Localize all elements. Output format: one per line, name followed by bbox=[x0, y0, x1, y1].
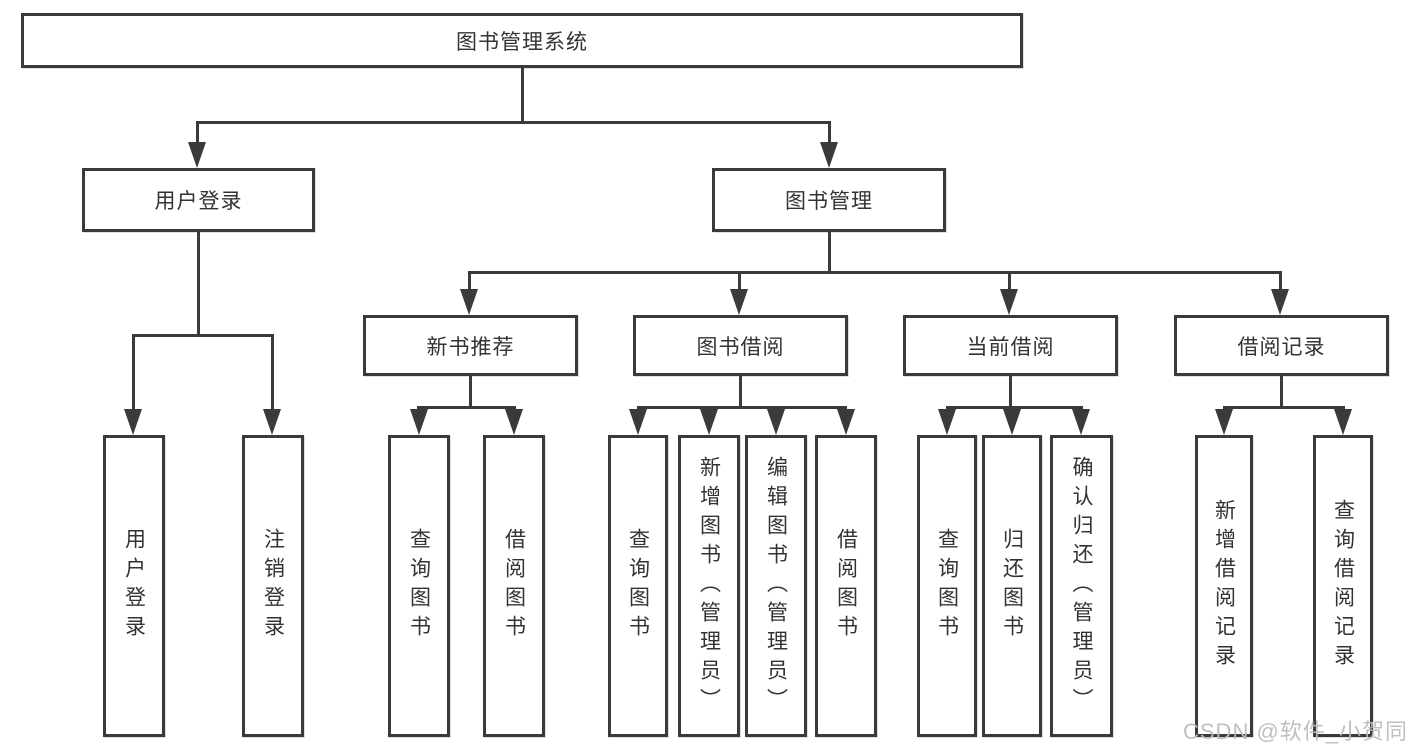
connector-root-down bbox=[521, 68, 524, 124]
leaf-borrow-books-label: 借阅图书 bbox=[834, 528, 858, 644]
node-book-management: 图书管理 bbox=[712, 168, 946, 232]
leaf-newbooks-query-books-label: 查询图书 bbox=[407, 528, 431, 644]
connector-stem-user-login bbox=[196, 121, 199, 149]
arrowhead-book-management bbox=[820, 142, 838, 168]
leaf-current-query-books-label: 查询图书 bbox=[935, 528, 959, 644]
arrowhead-book-borrow-leaf-1 bbox=[629, 409, 647, 435]
node-new-books-label: 新书推荐 bbox=[426, 335, 515, 359]
arrowhead-current-borrow-leaf-3 bbox=[1072, 409, 1090, 435]
connector-current-borrow-down bbox=[1009, 376, 1012, 409]
csdn-watermark: CSDN @软件_小贺同学 bbox=[1183, 719, 1405, 744]
leaf-newbooks-borrow-books-label: 借阅图书 bbox=[502, 528, 526, 644]
connector-book-management-down bbox=[828, 232, 831, 274]
node-borrow-records: 借阅记录 bbox=[1174, 315, 1389, 376]
node-root-label: 图书管理系统 bbox=[456, 30, 588, 54]
leaf-logout-label: 注销登录 bbox=[261, 528, 285, 644]
leaf-add-books-admin-label: 新增图书（管理员） bbox=[697, 455, 721, 717]
arrowhead-book-borrow-leaf-4 bbox=[837, 409, 855, 435]
node-borrow-records-label: 借阅记录 bbox=[1237, 335, 1326, 359]
arrowhead-current-borrow-leaf-1 bbox=[938, 409, 956, 435]
leaf-confirm-return-admin-label: 确认归还（管理员） bbox=[1070, 455, 1093, 717]
node-user-login: 用户登录 bbox=[82, 168, 315, 232]
leaf-borrow-books: 借阅图书 bbox=[815, 435, 877, 737]
leaf-return-books: 归还图书 bbox=[982, 435, 1042, 737]
connector-book-borrow-down bbox=[739, 376, 742, 409]
leaf-borrow-query-books: 查询图书 bbox=[608, 435, 668, 737]
leaf-query-borrow-record-label: 查询借阅记录 bbox=[1331, 499, 1355, 673]
leaf-current-query-books: 查询图书 bbox=[917, 435, 977, 737]
arrowhead-logout-leaf bbox=[263, 409, 281, 435]
connector-stem-book-management bbox=[828, 121, 831, 149]
node-book-borrow-label: 图书借阅 bbox=[696, 335, 785, 359]
leaf-borrow-query-books-label: 查询图书 bbox=[626, 528, 650, 644]
arrowhead-new-books-leaf-2 bbox=[505, 409, 523, 435]
leaf-add-borrow-record-label: 新增借阅记录 bbox=[1212, 499, 1236, 673]
leaf-add-books-admin: 新增图书（管理员） bbox=[678, 435, 740, 737]
connector-user-login-horizontal bbox=[132, 334, 274, 337]
leaf-logout: 注销登录 bbox=[242, 435, 304, 737]
arrowhead-borrow-records-leaf-1 bbox=[1215, 409, 1233, 435]
leaf-edit-books-admin: 编辑图书（管理员） bbox=[745, 435, 807, 737]
connector-stem-logout-leaf bbox=[271, 334, 274, 410]
connector-stem-current-borrow bbox=[1008, 271, 1011, 291]
node-book-management-label: 图书管理 bbox=[785, 190, 873, 213]
leaf-user-login-label: 用户登录 bbox=[122, 528, 146, 644]
arrowhead-current-borrow-leaf-2 bbox=[1003, 409, 1021, 435]
arrowhead-borrow-records bbox=[1271, 289, 1289, 315]
arrowhead-new-books-leaf-1 bbox=[410, 409, 428, 435]
arrowhead-borrow-records-leaf-2 bbox=[1334, 409, 1352, 435]
arrowhead-book-borrow-leaf-2 bbox=[700, 409, 718, 435]
connector-new-books-horizontal bbox=[417, 406, 516, 409]
arrowhead-user-login bbox=[188, 142, 206, 168]
connector-stem-new-books bbox=[468, 271, 471, 291]
arrowhead-new-books bbox=[460, 289, 478, 315]
node-book-borrow: 图书借阅 bbox=[633, 315, 848, 376]
connector-user-login-down bbox=[197, 232, 200, 336]
connector-borrow-records-horizontal bbox=[1223, 406, 1345, 409]
leaf-user-login: 用户登录 bbox=[103, 435, 165, 737]
arrowhead-book-borrow bbox=[730, 289, 748, 315]
arrowhead-current-borrow bbox=[1000, 289, 1018, 315]
leaf-confirm-return-admin: 确认归还（管理员） bbox=[1050, 435, 1113, 737]
connector-level2-horizontal bbox=[197, 121, 831, 124]
connector-level3-horizontal bbox=[468, 271, 1282, 274]
leaf-newbooks-query-books: 查询图书 bbox=[388, 435, 450, 737]
arrowhead-book-borrow-leaf-3 bbox=[767, 409, 785, 435]
connector-stem-book-borrow bbox=[738, 271, 741, 291]
connector-stem-borrow-records bbox=[1279, 271, 1282, 291]
node-current-borrow-label: 当前借阅 bbox=[966, 335, 1055, 359]
arrowhead-login-leaf bbox=[124, 409, 142, 435]
connector-new-books-down bbox=[469, 376, 472, 409]
node-root-library-management-system: 图书管理系统 bbox=[21, 13, 1023, 68]
leaf-query-borrow-record: 查询借阅记录 bbox=[1313, 435, 1373, 737]
leaf-add-borrow-record: 新增借阅记录 bbox=[1195, 435, 1253, 737]
node-current-borrow: 当前借阅 bbox=[903, 315, 1118, 376]
connector-book-borrow-horizontal bbox=[637, 406, 847, 409]
connector-borrow-records-down bbox=[1280, 376, 1283, 409]
leaf-return-books-label: 归还图书 bbox=[1000, 528, 1024, 644]
leaf-edit-books-admin-label: 编辑图书（管理员） bbox=[764, 455, 788, 717]
connector-stem-login-leaf bbox=[132, 334, 135, 410]
connector-current-borrow-horizontal bbox=[946, 406, 1083, 409]
leaf-newbooks-borrow-books: 借阅图书 bbox=[483, 435, 545, 737]
node-new-books: 新书推荐 bbox=[363, 315, 578, 376]
node-user-login-label: 用户登录 bbox=[154, 190, 243, 213]
